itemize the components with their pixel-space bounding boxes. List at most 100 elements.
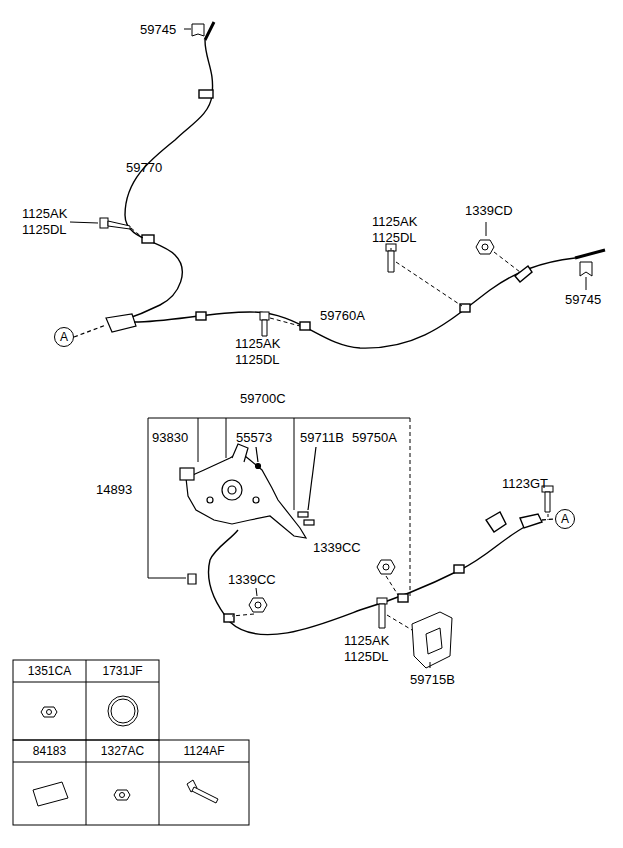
parking-brake-lever-part [232, 444, 248, 462]
parking-brake-lever-part [253, 497, 259, 503]
parts-table-part [13, 660, 159, 740]
clip-59745-top-part [184, 29, 191, 30]
cable-59750A-part [486, 512, 506, 532]
part-number: 59750A [352, 430, 397, 445]
bracket-59700C [148, 418, 410, 596]
parking-brake-lever-part [298, 512, 308, 517]
nut-1339CD-part [494, 252, 520, 272]
cable-59770-part [199, 90, 213, 98]
part-number: 1339CC [228, 572, 276, 587]
cable-59760A-part [300, 322, 310, 330]
parts-table-part [108, 696, 138, 726]
parts-table-part [41, 707, 57, 717]
parking-brake-lever-part [186, 452, 306, 538]
parking-brake-lever-part [228, 486, 236, 494]
part-number: 1125DL [235, 352, 280, 367]
part-number: 1123GT [502, 476, 548, 491]
table-cell: 1731JF [86, 664, 159, 679]
equalizer-part [74, 325, 106, 337]
parts-table [13, 660, 249, 825]
bolt-and-bracket-part [377, 598, 387, 604]
part-number: 59745 [565, 292, 601, 307]
cable-59770-part [118, 40, 213, 322]
bolts-1125AK [70, 218, 462, 336]
part-number: 59715B [410, 672, 455, 687]
bolts-1125AK-part [131, 228, 143, 238]
parking-brake-lever-part [180, 468, 194, 480]
cable-59750A-part [520, 514, 542, 528]
table-cell: 1351CA [13, 664, 86, 679]
cable-59760A [134, 250, 605, 348]
bolts-1125AK-part [108, 221, 130, 229]
bolt-1123GT-part [548, 514, 549, 520]
bracket-59700C-part [148, 578, 186, 579]
parts-table-part [86, 740, 87, 825]
parts-table-part [47, 710, 52, 715]
nuts-1339CC-part [255, 602, 261, 608]
bolt-and-bracket-part [430, 662, 431, 668]
parts-table-part [111, 699, 135, 723]
reference-circle: A [555, 509, 575, 529]
nut-1339CD-part [482, 244, 488, 250]
bracket-59700C-part [198, 418, 199, 462]
nuts-1339CC-part [232, 614, 254, 616]
reference-letter: A [60, 331, 68, 343]
nuts-1339CC-part [383, 564, 389, 570]
parts-table-part [192, 787, 218, 803]
part-number: 93830 [152, 430, 188, 445]
bolts-1125AK-part [386, 244, 396, 251]
bolt-and-bracket-part [412, 612, 452, 668]
parking-brake-lever-part [188, 574, 196, 584]
bolts-1125AK-part [70, 222, 98, 223]
clip-59745-right-part [580, 262, 592, 276]
bolts-1125AK-part [100, 218, 108, 228]
cable-59750A-part [398, 594, 408, 602]
parking-brake-lever-part [304, 520, 314, 525]
parking-brake-lever-part [207, 497, 213, 503]
bracket-59700C-part [294, 418, 295, 510]
parts-table-part [120, 793, 125, 798]
part-number: 59711B [300, 430, 344, 445]
bracket-59700C-part [148, 418, 149, 578]
nuts-1339CC-part [377, 560, 395, 574]
equalizer-part [106, 314, 136, 332]
part-number: 1125AK [22, 206, 67, 221]
part-number: 14893 [96, 482, 132, 497]
cable-59770-part [142, 235, 154, 243]
bolt-1123GT-part [545, 492, 550, 512]
parts-table-part [114, 790, 130, 800]
part-number: 59700C [240, 391, 286, 406]
cable-59760A-part [575, 250, 605, 258]
table-cell: 84183 [13, 744, 86, 759]
reference-circle: A [54, 327, 74, 347]
cable-59750A-part [454, 565, 464, 573]
bolts-1125AK-part [396, 262, 462, 306]
equalizer [74, 314, 136, 337]
cable-59760A-part [515, 266, 532, 282]
bracket-59700C-part [148, 418, 410, 419]
parking-brake-lever-part [256, 464, 261, 469]
bolts-1125AK-part [260, 312, 269, 320]
part-number: 55573 [236, 430, 272, 445]
parts-table-part [159, 740, 160, 825]
table-cell: 1124AF [159, 744, 249, 759]
part-number: 1125AK [344, 633, 389, 648]
cable-59770-part [205, 22, 214, 40]
clip-59745-right [580, 262, 592, 290]
cable-59750A-part [208, 525, 528, 635]
parking-brake-lever-part [308, 447, 316, 510]
bolts-1125AK-part [262, 320, 267, 336]
parts-table-part [13, 740, 249, 825]
cable-59760A-part [196, 312, 206, 320]
part-number: 59770 [126, 160, 162, 175]
bolt-and-bracket-part [379, 604, 385, 628]
part-number: 1125DL [22, 222, 67, 237]
reference-letter: A [561, 513, 569, 525]
part-number: 1339CD [465, 203, 513, 218]
part-number: 1125DL [344, 649, 389, 664]
cable-59750A-part [224, 614, 234, 622]
parking-brake-lever-part [256, 447, 258, 462]
cable-59760A-part [134, 258, 575, 348]
